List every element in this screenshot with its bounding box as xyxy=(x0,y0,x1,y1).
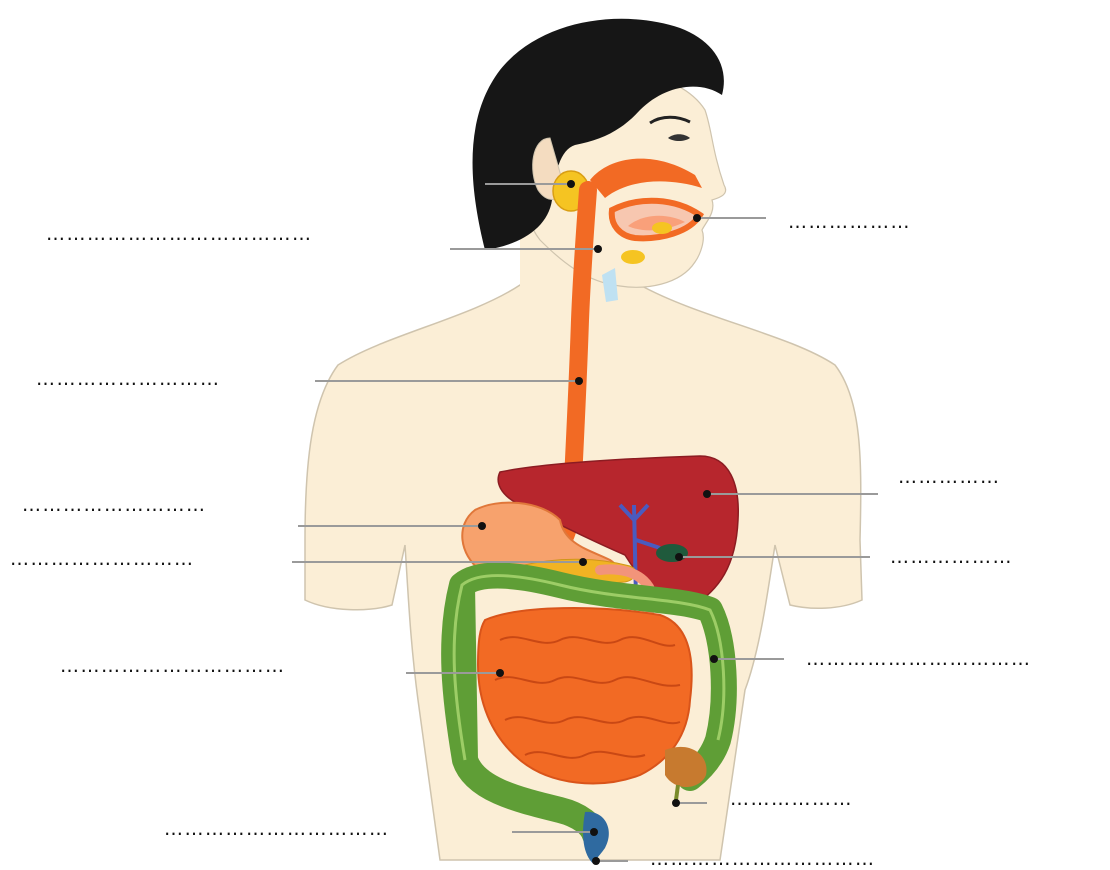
blank-rectum[interactable]: …………………………… xyxy=(164,820,390,839)
blank-gallbladder[interactable]: ……………… xyxy=(890,548,1013,567)
blank-mouth[interactable]: ……………… xyxy=(788,213,911,232)
blank-esophagus[interactable]: ……………………… xyxy=(36,370,221,389)
salivary-gland-submandibular xyxy=(621,250,645,264)
blank-liver[interactable]: …………… xyxy=(898,468,1001,487)
salivary-gland-sublingual xyxy=(652,222,672,234)
blank-large-intestine[interactable]: …………………………… xyxy=(806,650,1032,669)
blank-appendix[interactable]: ……………… xyxy=(730,790,853,809)
blank-stomach[interactable]: ……………………… xyxy=(22,496,207,515)
blank-salivary-gland[interactable]: ………………………………… xyxy=(46,225,313,244)
gallbladder xyxy=(656,544,688,562)
blank-small-intestine[interactable]: …………………………… xyxy=(60,657,286,676)
blank-pancreas[interactable]: ……………………… xyxy=(10,550,195,569)
appendix-tail xyxy=(676,785,678,800)
blank-anus[interactable]: …………………………… xyxy=(650,850,876,869)
